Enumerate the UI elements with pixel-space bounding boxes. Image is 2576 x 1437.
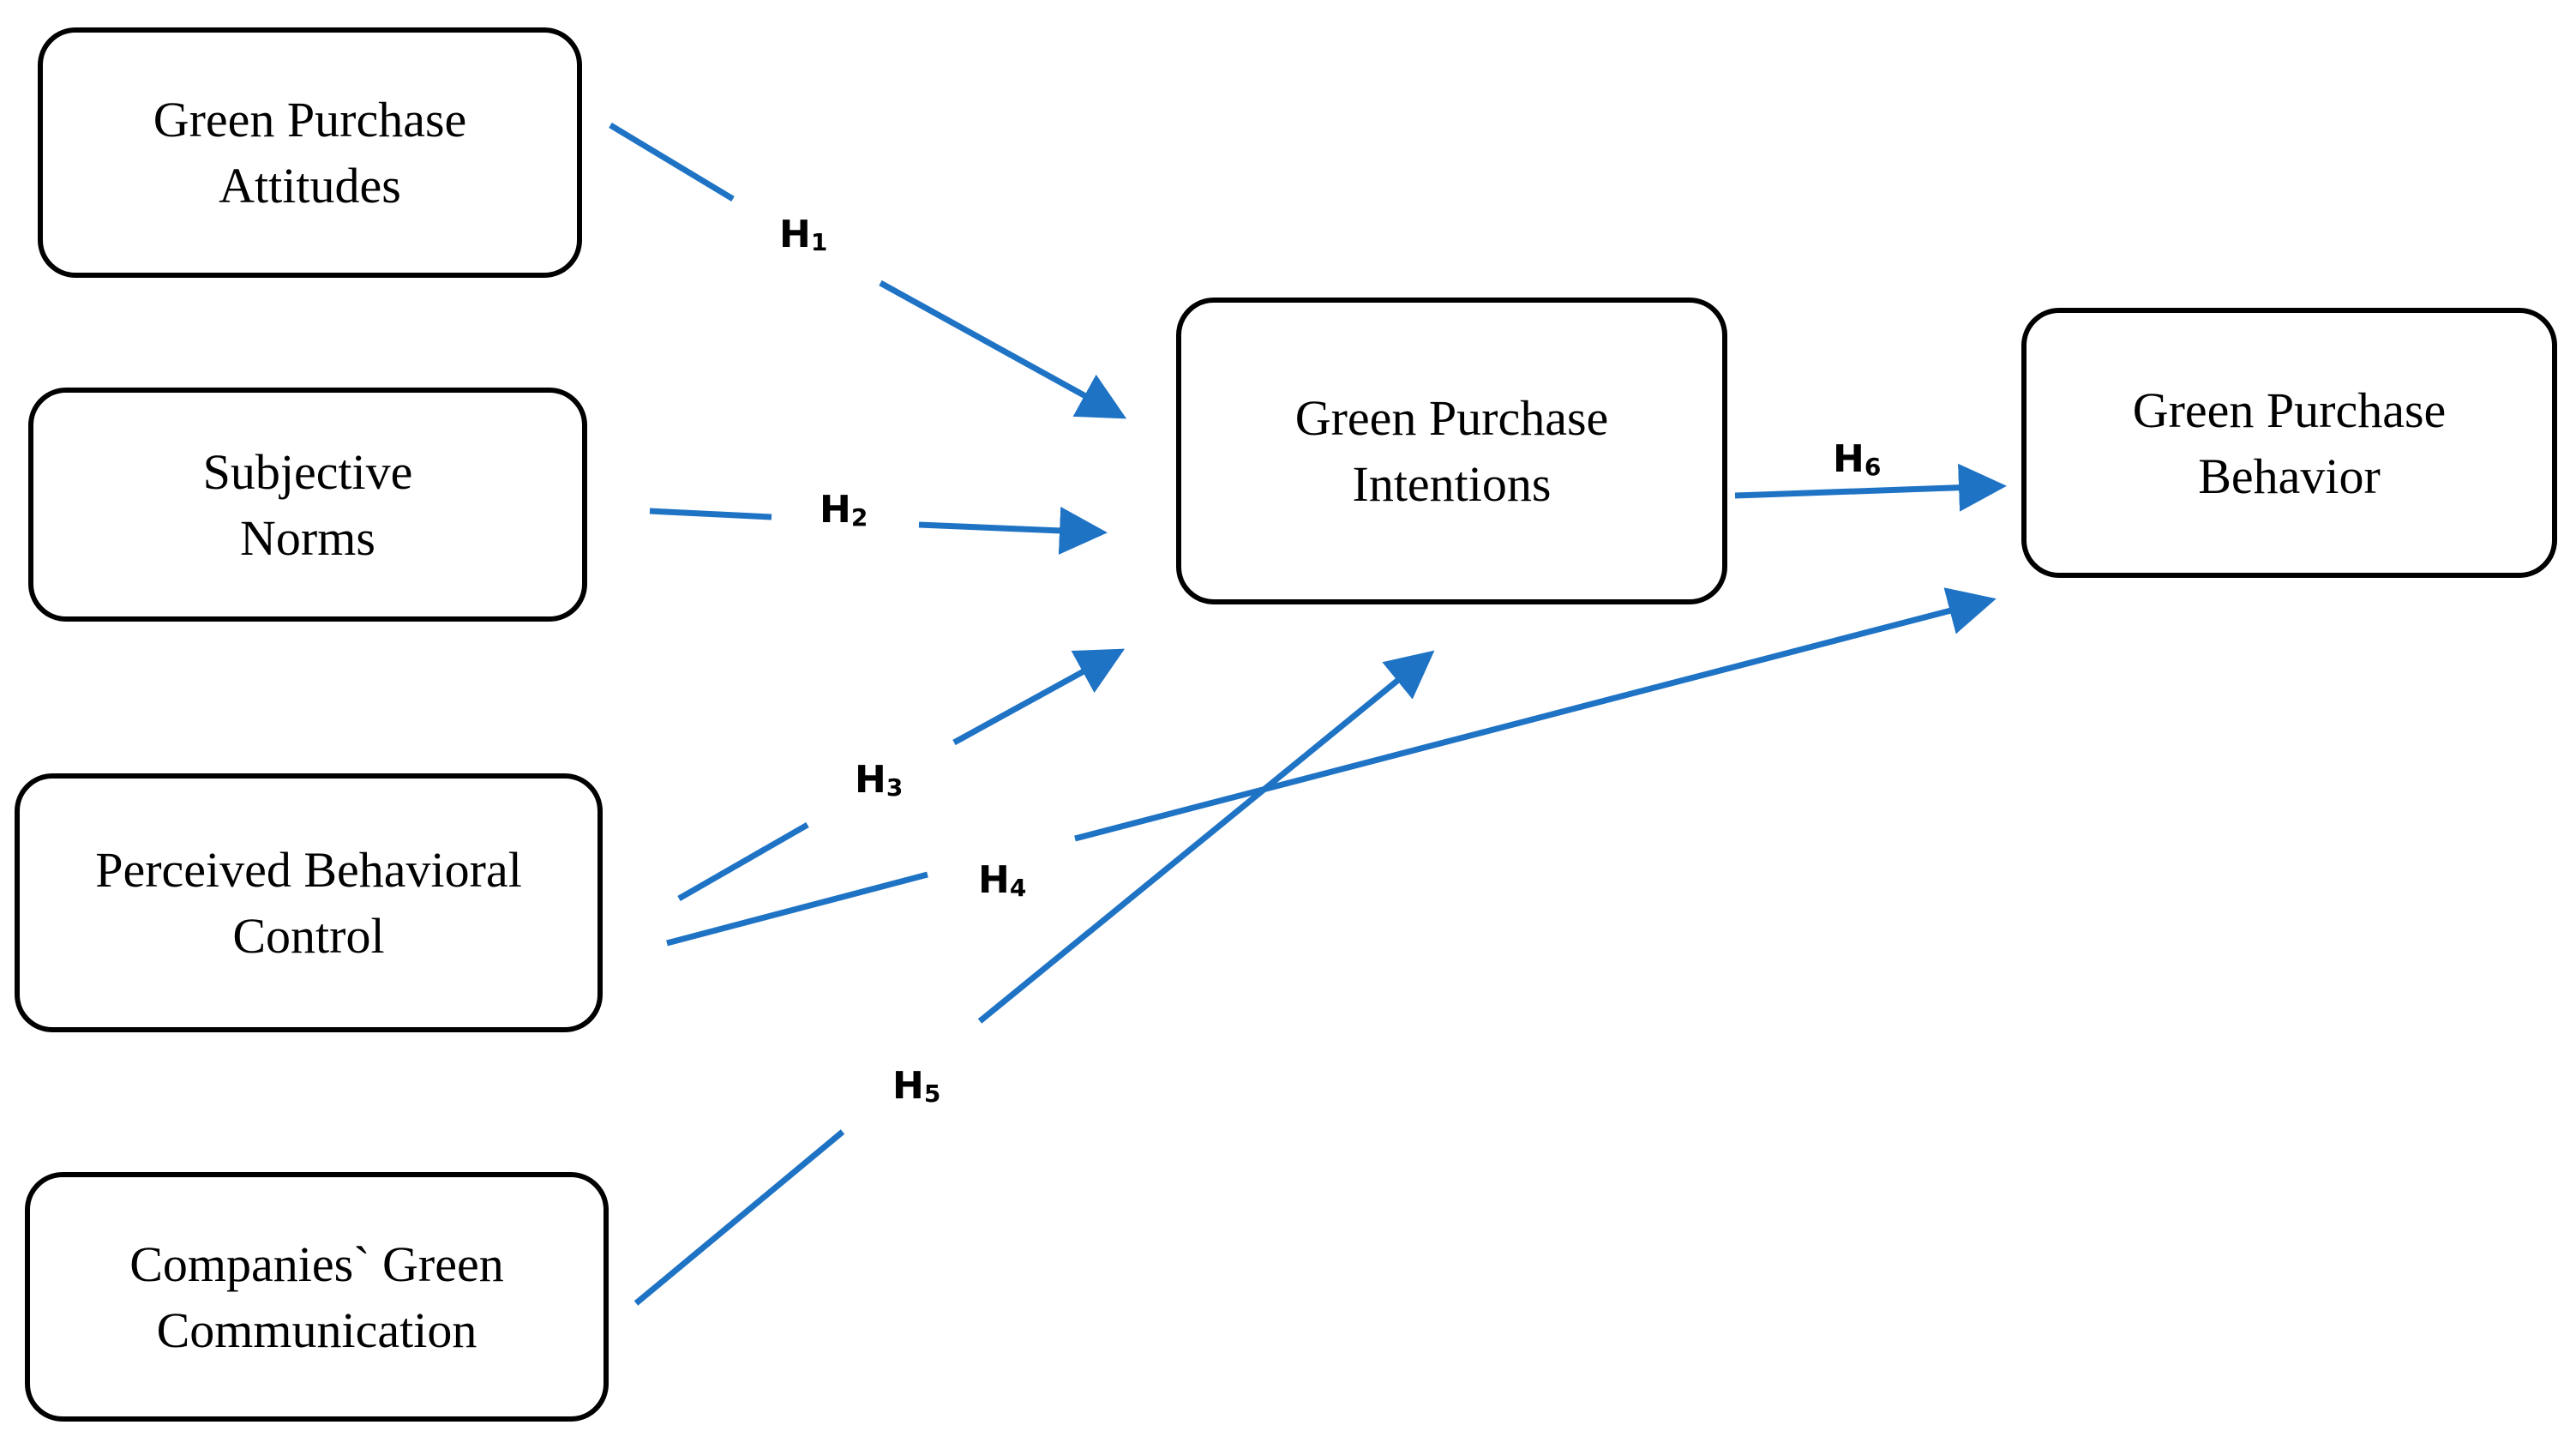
arrow-h2-segment-end [918, 506, 1108, 555]
arrow-h4-segment-end [1074, 587, 1997, 842]
arrow-h3-segment-end [952, 648, 1126, 746]
box-norms-line2: Norms [240, 509, 375, 566]
hypothesis-label-h5: H5 [892, 1067, 940, 1106]
h1-main: H [779, 213, 811, 256]
box-norms-line1: Subjective [202, 443, 413, 500]
h6-sub: 6 [1864, 453, 1882, 481]
box-communication-line2: Communication [156, 1302, 477, 1358]
arrow-h1-segment-end [879, 280, 1127, 419]
h4-sub: 4 [1009, 874, 1027, 902]
arrow-h3-segment-start [677, 821, 809, 902]
box-communication-line1: Companies` Green [129, 1236, 504, 1292]
box-attitudes-line1: Green Purchase [153, 92, 467, 147]
h2-main: H [820, 488, 851, 532]
box-behavior-line2: Behavior [2198, 448, 2381, 504]
box-intentions-line2: Intentions [1352, 456, 1552, 512]
box-control-line1: Perceived Behavioral [95, 842, 522, 898]
h5-main: H [892, 1064, 924, 1108]
h5-sub: 5 [923, 1079, 941, 1108]
h4-main: H [978, 858, 1010, 902]
arrow-h2-segment-start [649, 508, 772, 520]
box-green-purchase-behavior: Green Purchase Behavior [2021, 308, 2557, 578]
h2-sub: 2 [850, 503, 868, 532]
h6-main: H [1833, 437, 1864, 481]
arrow-h6 [1734, 463, 2007, 512]
h1-sub: 1 [810, 228, 828, 256]
box-attitudes-line2: Attitudes [219, 158, 401, 213]
box-perceived-behavioral-control: Perceived Behavioral Control [15, 773, 603, 1032]
arrow-h5-segment-start [633, 1129, 845, 1306]
hypothesis-label-h1: H1 [779, 216, 827, 255]
hypothesis-label-h6: H6 [1833, 441, 1881, 479]
hypothesis-label-h4: H4 [978, 862, 1026, 900]
h3-main: H [855, 758, 886, 802]
box-subjective-norms: Subjective Norms [28, 388, 587, 622]
box-behavior-line1: Green Purchase [2132, 382, 2447, 438]
box-companies-green-communication: Companies` Green Communication [25, 1172, 609, 1422]
arrow-h4-segment-start [666, 871, 928, 947]
hypothesis-label-h2: H2 [820, 491, 868, 530]
h3-sub: 3 [886, 773, 904, 802]
box-control-line2: Control [232, 908, 385, 964]
box-intentions-line1: Green Purchase [1294, 390, 1609, 446]
box-green-purchase-intentions: Green Purchase Intentions [1176, 298, 1727, 604]
arrow-h5-segment-end [977, 650, 1435, 1024]
arrow-h1-segment-start [609, 123, 735, 201]
hypothesis-label-h3: H3 [855, 761, 903, 800]
box-green-purchase-attitudes: Green Purchase Attitudes [38, 27, 582, 278]
